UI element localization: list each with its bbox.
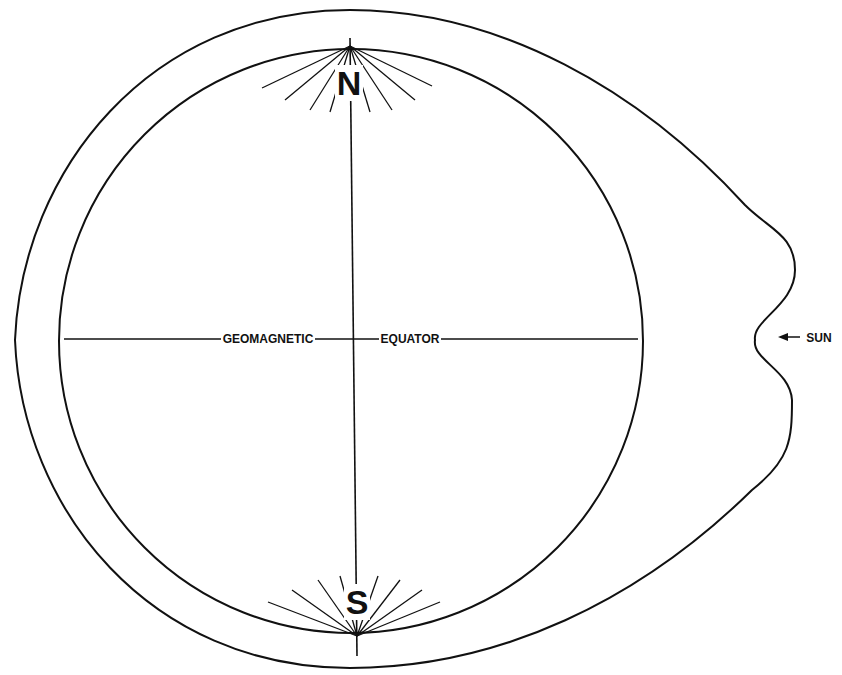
equator-label: GEOMAGNETIC (221, 332, 316, 346)
equator-label: EQUATOR (379, 332, 442, 346)
pole-label: N (335, 65, 364, 101)
magnetic-axis (350, 38, 357, 656)
pole-label: S (344, 584, 371, 620)
magnetosphere-outline (15, 10, 795, 668)
sun-label: SUN (804, 331, 833, 345)
sun-arrow (778, 333, 800, 341)
equator-line (64, 338, 638, 340)
